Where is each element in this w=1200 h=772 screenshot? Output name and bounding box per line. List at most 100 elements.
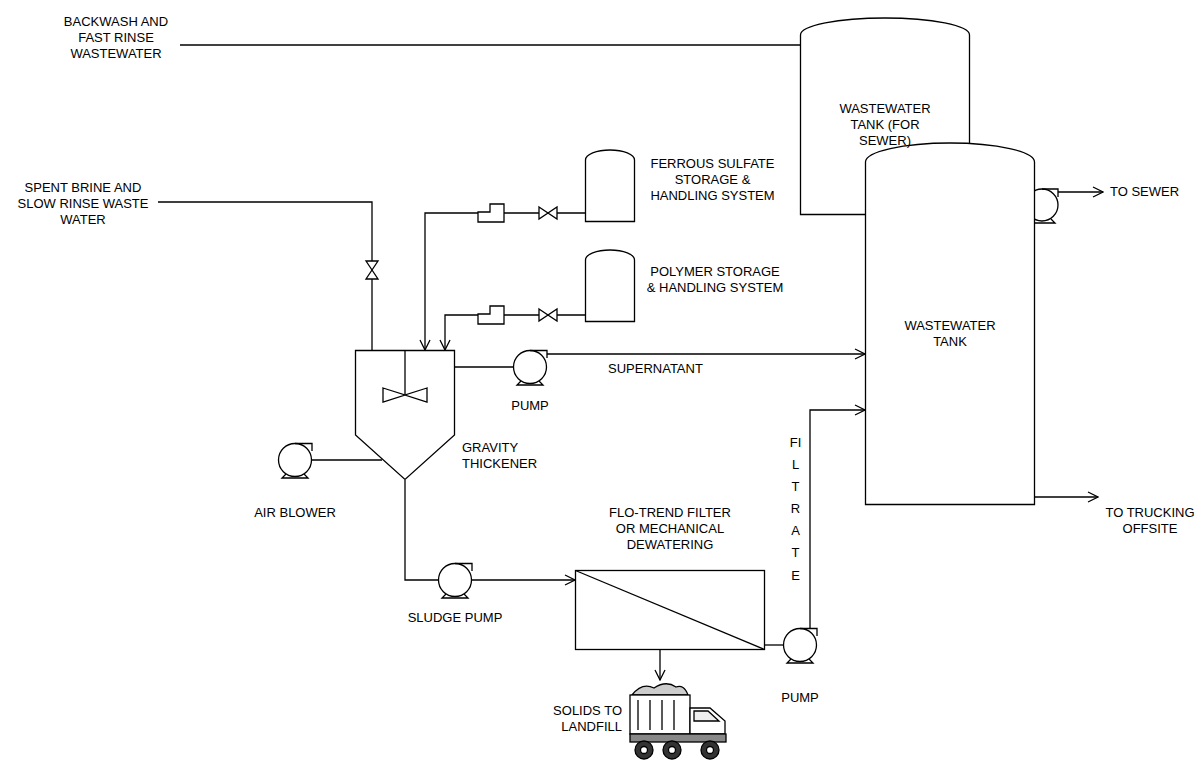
truck-body	[630, 695, 690, 734]
pump-symbol-outline	[783, 628, 817, 662]
flow-connector	[810, 410, 865, 628]
air-blower-outline	[278, 443, 312, 477]
truck-window	[694, 711, 719, 721]
sewer-tank: WASTEWATER TANK (FOR SEWER)	[800, 18, 970, 215]
truck-wheel	[635, 741, 653, 759]
pump-casing	[784, 629, 817, 662]
tank-outline	[866, 143, 1035, 504]
chemical-tank-outline	[585, 150, 635, 222]
outline-group	[784, 629, 818, 664]
outline-group	[630, 684, 726, 759]
pump-casing	[279, 444, 312, 477]
sewer-arrow	[1058, 191, 1103, 192]
truck-outline	[628, 680, 728, 765]
dewatering-filter-outline	[575, 570, 765, 650]
node-label: POLYMER STORAGE & HANDLING SYSTEM	[645, 264, 785, 296]
text-holder: WASTEWATER TANK (FOR SEWER)	[800, 35, 970, 215]
tank-outline	[586, 250, 635, 322]
outline-group	[514, 351, 548, 386]
sludge-pump: SLUDGE PUMP	[438, 563, 472, 597]
flow-connector	[405, 480, 438, 580]
node-label: SOLIDS TO LANDFILL	[546, 703, 622, 735]
truck-load	[632, 684, 688, 695]
pump-casing	[439, 564, 472, 597]
flow-connector	[445, 315, 585, 350]
chemical-tank-outline	[585, 250, 635, 322]
chemical-tank: POLYMER STORAGE & HANDLING SYSTEM	[585, 250, 635, 322]
chemical-tank: FERROUS SULFATE STORAGE & HANDLING SYSTE…	[585, 150, 635, 222]
node-label: FLO-TREND FILTER OR MECHANICAL DEWATERIN…	[605, 505, 735, 553]
wheel-hub	[641, 747, 648, 754]
outline-group	[576, 571, 765, 650]
stream-label: FILTRATE	[789, 432, 802, 587]
node-label: PUMP	[500, 398, 560, 414]
sludge-pump-outline	[438, 563, 472, 597]
mixer-shaft	[404, 351, 405, 396]
truck-cab	[690, 708, 725, 734]
node-label: GRAVITY THICKENER	[462, 440, 546, 472]
stream-label: SUPERNATANT	[608, 361, 703, 377]
dewatering-filter: FLO-TREND FILTER OR MECHANICAL DEWATERIN…	[575, 570, 765, 650]
pump-symbol: PUMP	[513, 350, 547, 384]
pump-base	[787, 659, 813, 663]
gravity-thickener: GRAVITY THICKENER	[355, 350, 455, 480]
truck-wheel	[701, 741, 719, 759]
pump-base	[282, 474, 308, 478]
flow-connector	[547, 353, 865, 354]
node-label: FERROUS SULFATE STORAGE & HANDLING SYSTE…	[645, 156, 780, 204]
flow-label: BACKWASH AND FAST RINSE WASTEWATER	[55, 14, 177, 62]
wheel-hub	[707, 747, 714, 754]
air-blower: AIR BLOWER	[278, 443, 312, 477]
truck: SOLIDS TO LANDFILL	[628, 680, 728, 765]
pump-symbol-outline	[513, 350, 547, 384]
backwash-line	[180, 44, 800, 45]
pump-base	[517, 381, 543, 385]
pump-base	[442, 594, 468, 598]
rotameter-symbol	[478, 306, 504, 324]
outline-group	[356, 351, 455, 480]
flow-label: TO SEWER	[1110, 184, 1179, 200]
pump-nozzle	[455, 564, 472, 572]
rotameter-symbol	[478, 204, 504, 222]
spent-brine-line	[158, 202, 372, 350]
filter-media	[576, 571, 765, 650]
filter-box	[576, 571, 765, 650]
node-label: WASTEWATER TANK	[890, 318, 1010, 350]
flow-connector	[659, 650, 660, 680]
pump-nozzle	[530, 351, 547, 359]
flow-connector	[765, 644, 783, 645]
pump-symbol: PUMP	[783, 628, 817, 662]
gravity-thickener-outline	[355, 350, 455, 480]
node-label: SLUDGE PUMP	[395, 610, 515, 626]
flow-connector	[425, 213, 585, 350]
outline-group	[439, 564, 473, 599]
flow-connector	[472, 579, 575, 580]
pump-nozzle	[800, 629, 817, 637]
flow-label: TO TRUCKING OFFSITE	[1104, 505, 1196, 537]
flow-connector	[312, 459, 382, 460]
pump-nozzle	[295, 444, 312, 452]
flow-label: SPENT BRINE AND SLOW RINSE WASTE WATER	[12, 180, 154, 228]
truck-wheel	[663, 741, 681, 759]
outline-group	[586, 250, 635, 322]
node-label: WASTEWATER TANK (FOR SEWER)	[825, 101, 945, 149]
node-label: AIR BLOWER	[235, 505, 355, 521]
pump-casing	[514, 351, 547, 384]
node-label: PUMP	[770, 690, 830, 706]
flow-connector	[455, 366, 513, 367]
outline-group	[279, 444, 313, 479]
outline-group	[866, 143, 1035, 504]
outline-group	[586, 150, 635, 222]
mixer-impeller	[383, 388, 427, 402]
pump-nozzle	[1042, 189, 1058, 197]
text-holder: WASTEWATER TANK	[865, 162, 1035, 505]
truck-ribs	[638, 700, 674, 730]
valve-symbol	[366, 261, 378, 279]
thickener-outline	[356, 351, 455, 480]
valve-symbol	[539, 207, 557, 219]
wastewater-tank: WASTEWATER TANK	[865, 143, 1035, 505]
trucking-arrow	[1035, 496, 1098, 497]
valve-symbol	[539, 309, 557, 321]
tank-outline	[586, 150, 635, 222]
